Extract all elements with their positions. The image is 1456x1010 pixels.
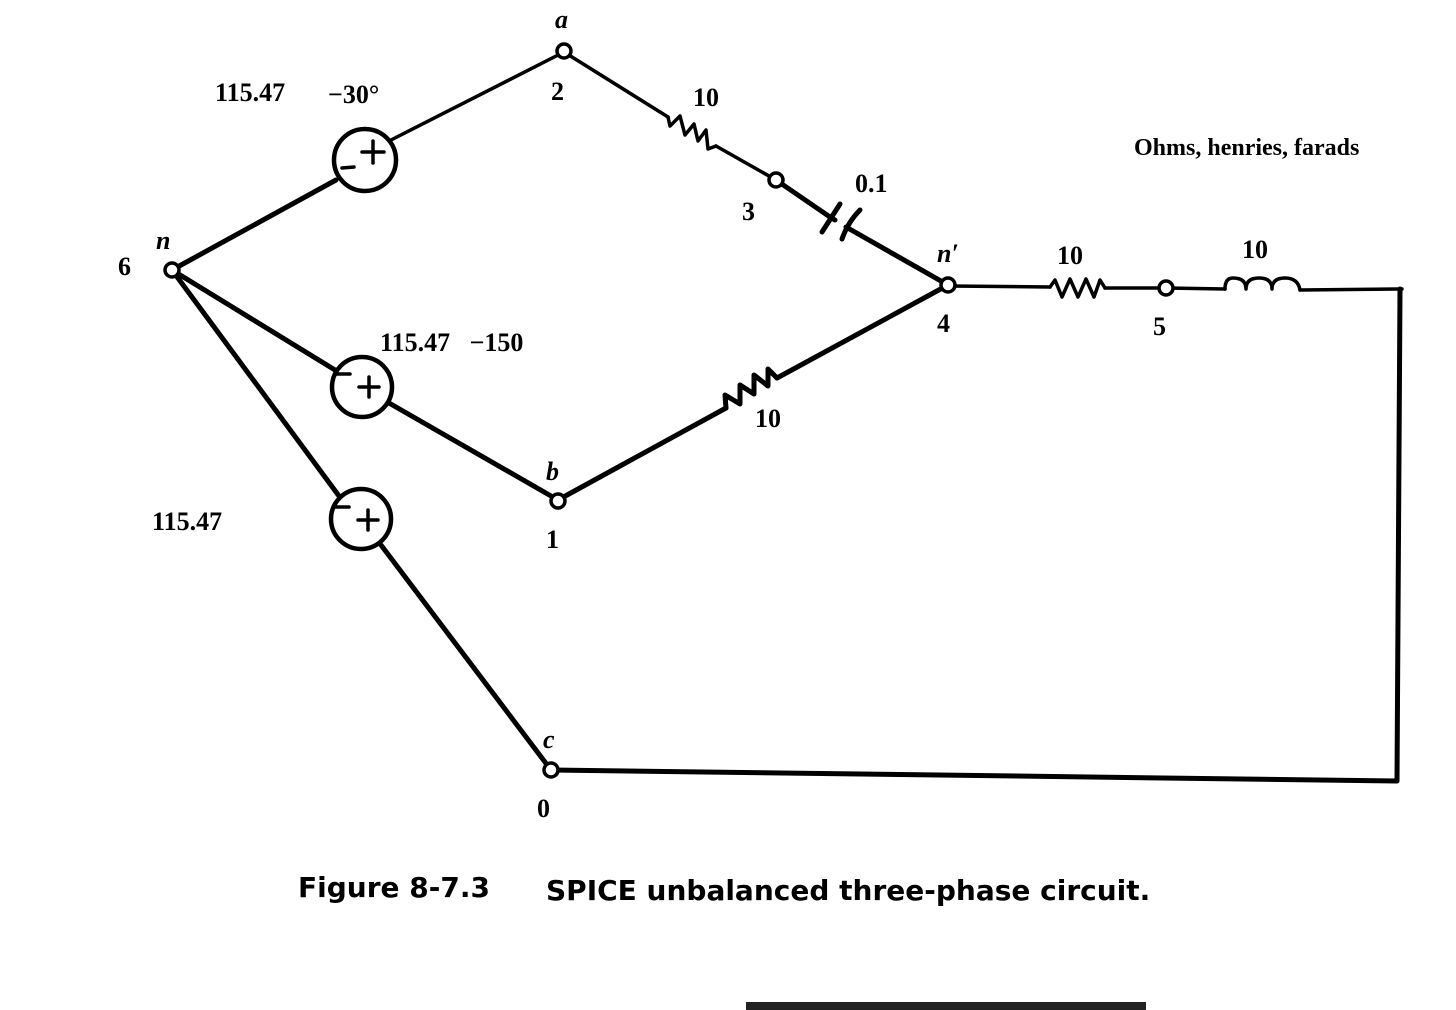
label-1: 1 xyxy=(546,525,559,554)
source-c-magnitude: 115.47 xyxy=(152,507,222,536)
wires xyxy=(169,50,1404,784)
label-2: 2 xyxy=(551,77,564,106)
label-4: 4 xyxy=(937,309,950,338)
resistor-b-value: 10 xyxy=(755,404,781,433)
inductor-value: 10 xyxy=(1242,235,1268,264)
label-5: 5 xyxy=(1153,312,1166,341)
cut-off-text-fragment xyxy=(746,1002,1146,1010)
capacitor-value: 0.1 xyxy=(855,169,888,198)
figure-number: Figure 8-7.3 xyxy=(298,871,490,904)
node-n-prime xyxy=(939,276,957,294)
source-b-label: 115.47 −150 xyxy=(380,328,523,357)
node-5 xyxy=(1157,279,1175,297)
label-n: n xyxy=(156,226,170,255)
label-3: 3 xyxy=(742,197,755,226)
label-b: b xyxy=(546,457,559,486)
label-a: a xyxy=(555,5,568,34)
label-n-prime: n′ xyxy=(937,239,959,268)
node-n xyxy=(163,261,181,279)
label-0: 0 xyxy=(537,794,550,823)
units-note: Ohms, henries, farads xyxy=(1134,135,1359,161)
node-b xyxy=(549,492,567,510)
inductor xyxy=(1223,276,1302,292)
voltage-source-b xyxy=(329,354,395,420)
source-a-magnitude: 115.47 xyxy=(215,78,285,107)
node-3 xyxy=(767,171,785,189)
resistor-a-value: 10 xyxy=(693,83,719,112)
node-c xyxy=(542,761,560,779)
resistor-n-value: 10 xyxy=(1057,241,1083,270)
voltage-source-a xyxy=(331,126,399,194)
source-a-phase: −30° xyxy=(328,80,379,109)
label-c: c xyxy=(543,725,555,754)
label-6: 6 xyxy=(118,252,131,281)
resistor-a xyxy=(666,114,718,151)
node-a xyxy=(555,42,573,60)
resistor-b xyxy=(722,366,780,411)
resistor-n xyxy=(1048,277,1107,299)
capacitor xyxy=(819,201,863,242)
voltage-source-c xyxy=(328,486,394,552)
figure-caption: SPICE unbalanced three-phase circuit. xyxy=(546,874,1150,907)
